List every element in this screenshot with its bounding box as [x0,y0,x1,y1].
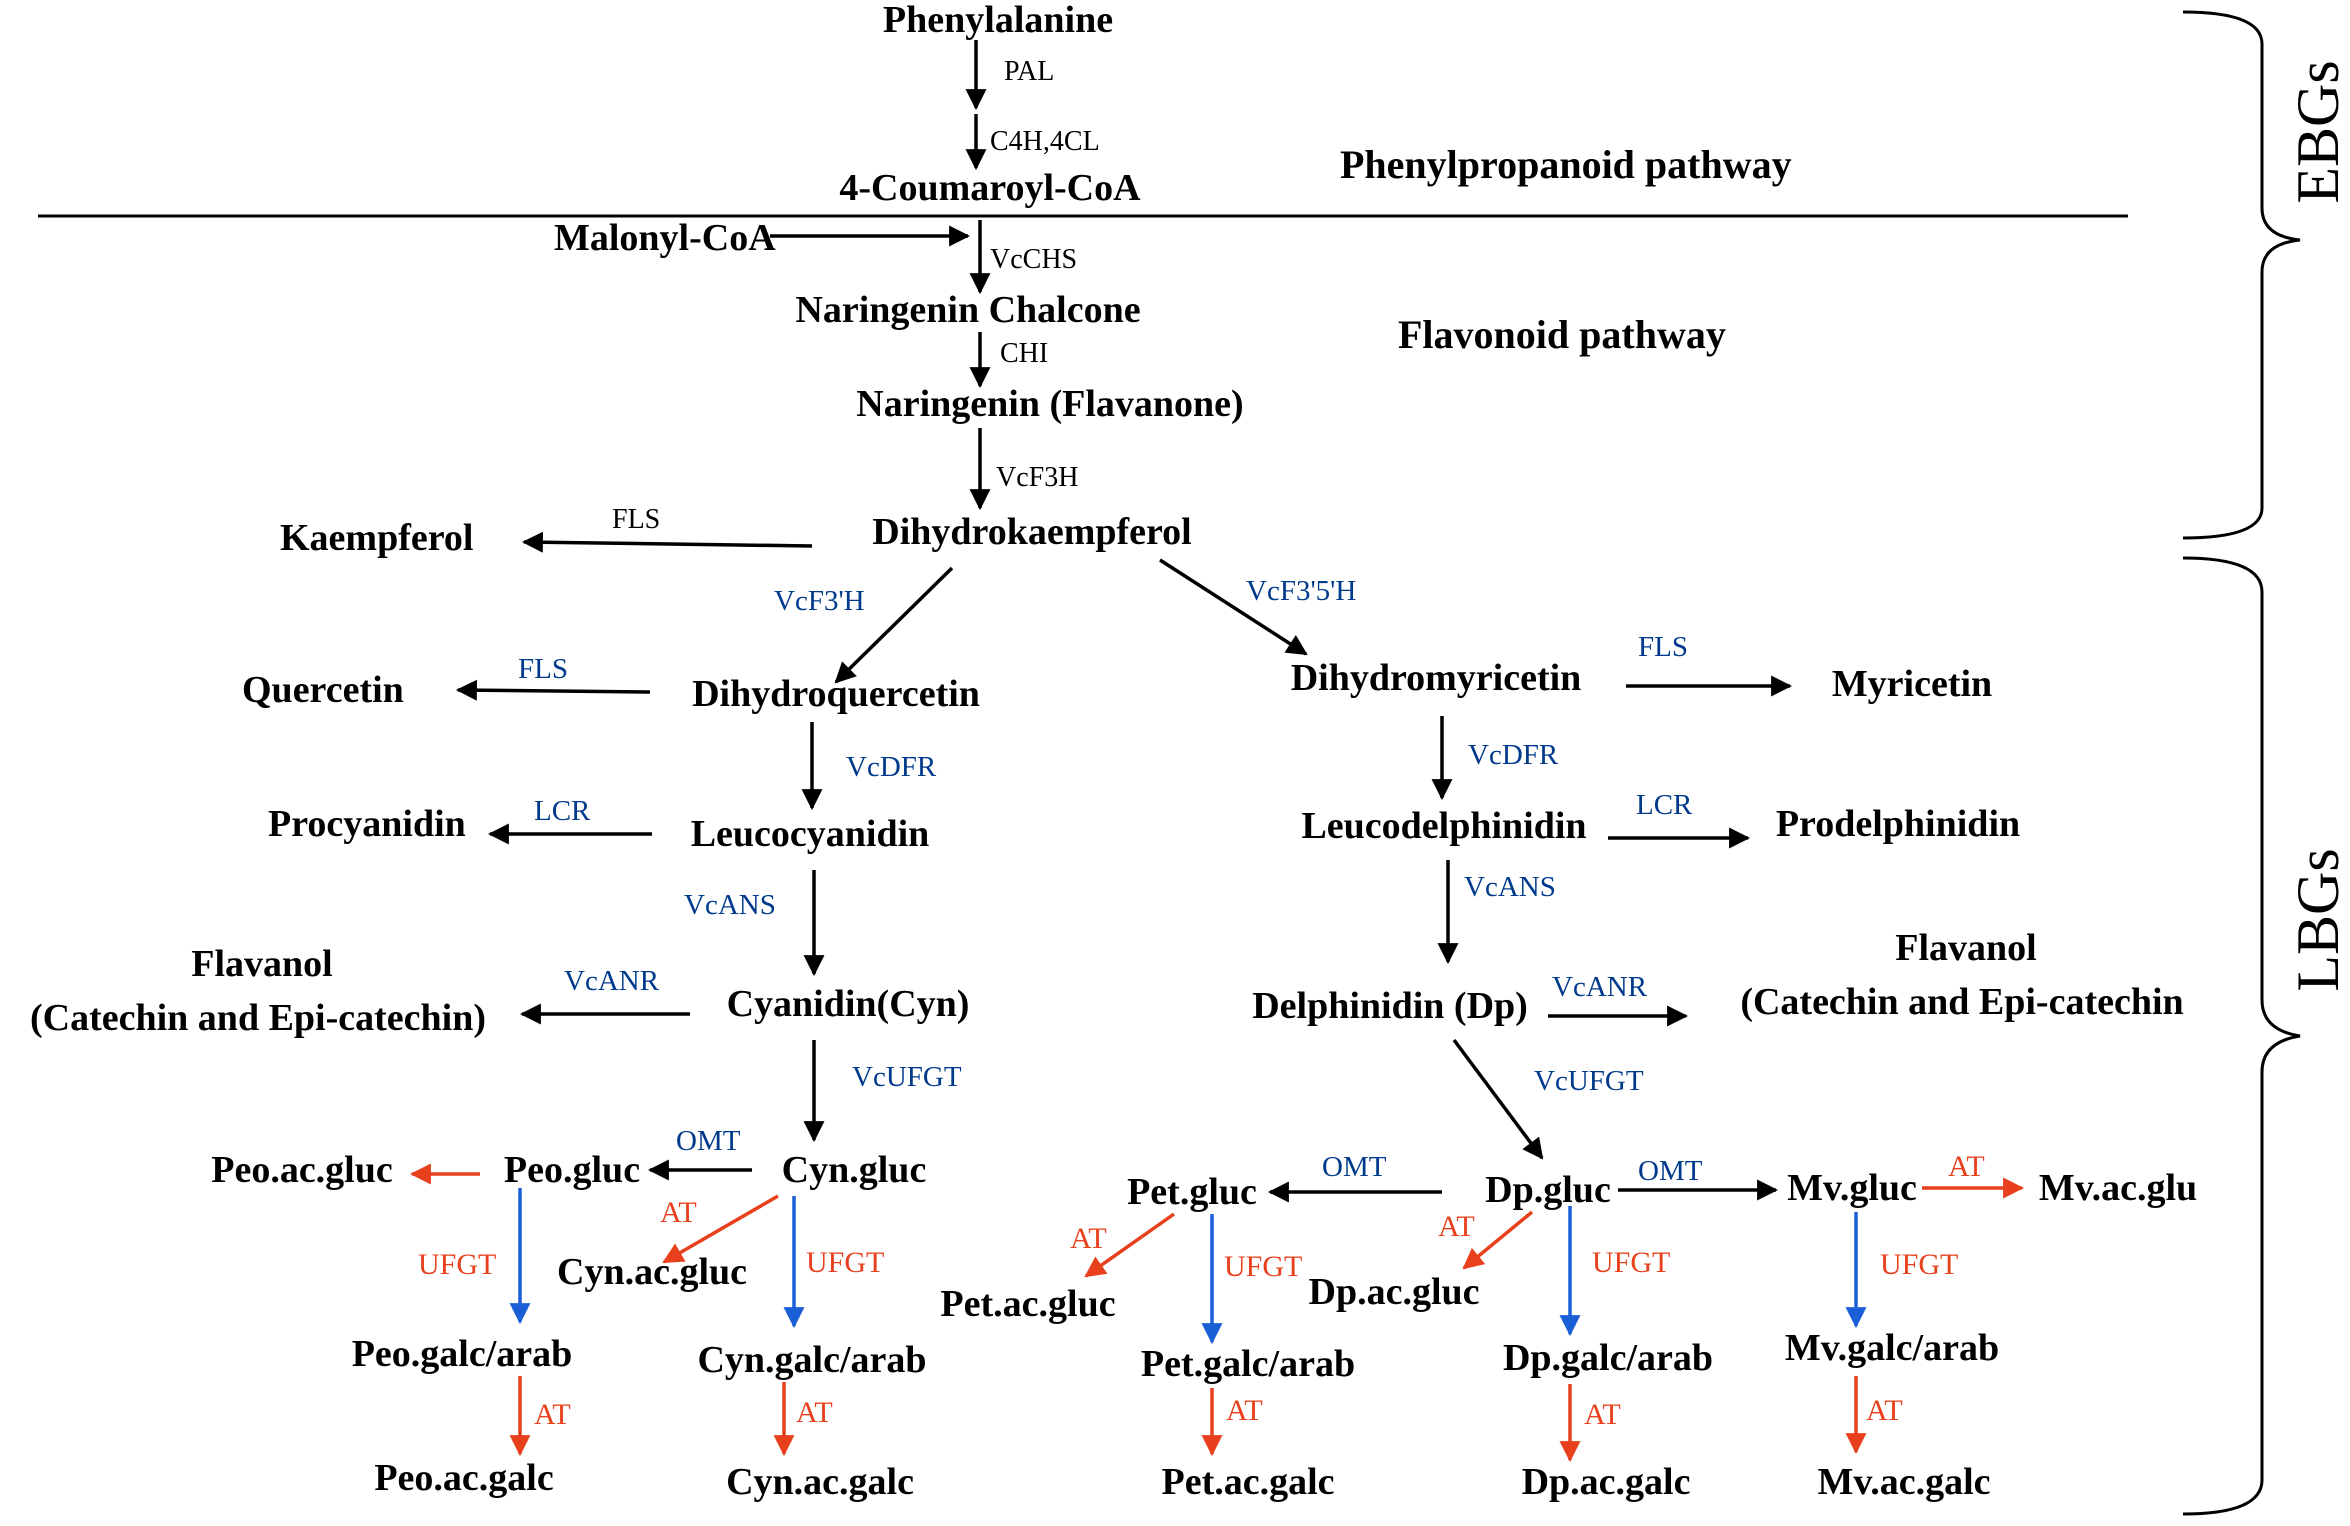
compound-cyn-gluc: Cyn.gluc [782,1149,927,1191]
enzyme-ufgt-peo: UFGT [418,1248,496,1281]
enzyme-omt-left: OMT [676,1125,741,1157]
compound-flavanol-left-line1: Flavanol [191,943,332,985]
compound-peo-ac-galc: Peo.ac.galc [374,1457,553,1499]
compound-pet-ac-galc: Pet.ac.galc [1161,1461,1334,1503]
compound-dp-ac-gluc: Dp.ac.gluc [1309,1271,1480,1313]
compound-procyanidin: Procyanidin [268,803,466,845]
phenylpropanoid-pathway-title: Phenylpropanoid pathway [1340,142,1792,187]
enzyme-vcf3h-prime: VcF3'H [774,585,865,617]
enzyme-chi: CHI [1000,338,1048,369]
compound-malonyl-coa: Malonyl-CoA [554,217,776,259]
compound-leucocyanidin: Leucocyanidin [691,813,930,855]
enzyme-vcanr-left: VcANR [564,965,660,997]
arrow-dihydroquercetin-to-quercetin [455,679,651,701]
compound-peo-ac-gluc: Peo.ac.gluc [211,1149,393,1191]
compound-flavanol-right-line2: (Catechin and Epi-catechin [1740,981,2183,1023]
compound-mv-ac-galc: Mv.ac.galc [1817,1461,1990,1503]
enzyme-vcchs: VcCHS [990,244,1077,275]
compound-dihydroquercetin: Dihydroquercetin [692,673,980,715]
enzyme-at-pet-galc: AT [1226,1394,1263,1427]
compound-pet-gluc: Pet.gluc [1127,1171,1257,1213]
enzyme-vcufgt-left: VcUFGT [852,1061,962,1093]
compound-mv-gluc: Mv.gluc [1787,1167,1917,1209]
compound-peo-galc-arab: Peo.galc/arab [352,1333,573,1375]
arrow-delphinidin-to-dp-gluc [1452,1038,1544,1160]
enzyme-pal: PAL [1004,56,1054,87]
compound-mv-ac-glu: Mv.ac.glu [2039,1167,2197,1209]
compound-dihydrokaempferol: Dihydrokaempferol [872,511,1192,553]
enzyme-vcdfr-right: VcDFR [1468,739,1559,771]
enzyme-at-pet-gluc: AT [1070,1222,1107,1255]
compound-phenylalanine: Phenylalanine [883,0,1113,41]
enzyme-fls-quercetin: FLS [518,653,568,685]
ebgs-brace [2182,10,2301,540]
enzyme-lcr-right: LCR [1636,789,1693,821]
compound-leucodelphinidin: Leucodelphinidin [1301,805,1586,847]
enzyme-vcufgt-right: VcUFGT [1534,1065,1644,1097]
compound-kaempferol: Kaempferol [280,517,473,559]
lbgs-label: LBGs [2285,848,2350,991]
enzyme-vcf35h: VcF3'5'H [1246,575,1356,607]
enzyme-omt-pet: OMT [1322,1151,1387,1183]
enzyme-at-dp-gluc: AT [1438,1210,1475,1243]
enzyme-vcans-left: VcANS [684,889,776,921]
compound-dp-gluc: Dp.gluc [1485,1169,1611,1211]
enzyme-vcans-right: VcANS [1464,871,1556,903]
compound-cyn-galc-arab: Cyn.galc/arab [697,1339,926,1381]
enzyme-vcanr-right: VcANR [1552,971,1648,1003]
compound-prodelphinidin: Prodelphinidin [1776,803,2020,845]
enzyme-omt-mv: OMT [1638,1155,1703,1187]
enzyme-ufgt-mv: UFGT [1880,1248,1958,1281]
ebgs-label: EBGs [2285,60,2350,203]
enzyme-at-cyn-gluc: AT [660,1196,697,1229]
enzyme-ufgt-cyn: UFGT [806,1246,884,1279]
compound-quercetin: Quercetin [242,669,404,711]
compound-dp-ac-galc: Dp.ac.galc [1522,1461,1691,1503]
compound-naringenin: Naringenin (Flavanone) [856,383,1243,425]
compound-peo-gluc: Peo.gluc [504,1149,640,1191]
enzyme-ufgt-pet: UFGT [1224,1250,1302,1283]
enzyme-at-cyn-galc: AT [796,1396,833,1429]
enzyme-c4h-4cl: C4H,4CL [990,126,1100,157]
enzyme-at-peo-galc: AT [534,1398,571,1431]
enzyme-lcr-left: LCR [534,795,591,827]
compound-cyn-ac-gluc: Cyn.ac.gluc [557,1251,747,1293]
compound-dp-galc-arab: Dp.galc/arab [1503,1337,1713,1379]
arrow-dp-gluc-to-dp-ac-gluc [1462,1210,1534,1270]
flavonoid-pathway-title: Flavonoid pathway [1398,312,1726,357]
compound-delphinidin: Delphinidin (Dp) [1252,985,1528,1027]
enzyme-at-mv-gluc: AT [1948,1150,1985,1183]
arrow-dihydrokaempferol-to-kaempferol [521,531,813,553]
compound-flavanol-right-line1: Flavanol [1895,927,2036,969]
enzyme-fls-myricetin: FLS [1638,631,1688,663]
compound-pet-galc-arab: Pet.galc/arab [1141,1343,1355,1385]
compound-cyn-ac-galc: Cyn.ac.galc [726,1461,914,1503]
compound-flavanol-left-line2: (Catechin and Epi-catechin) [30,997,486,1039]
enzyme-ufgt-dp: UFGT [1592,1246,1670,1279]
lbgs-brace [2182,556,2301,1516]
enzyme-vcf3h: VcF3H [996,462,1078,493]
arrow-pet-gluc-to-pet-ac-gluc [1084,1212,1176,1278]
enzyme-at-dp-galc: AT [1584,1398,1621,1431]
compound-mv-galc-arab: Mv.galc/arab [1785,1327,1999,1369]
arrow-cyn-gluc-to-cyn-ac-gluc [662,1194,779,1264]
arrow-dihydrokaempferol-to-dihydroquercetin [834,566,954,684]
arrow-dihydrokaempferol-to-dihydromyricetin [1159,558,1308,656]
compound-pet-ac-gluc: Pet.ac.gluc [940,1283,1115,1325]
compound-cyanidin: Cyanidin(Cyn) [727,983,970,1025]
compound-dihydromyricetin: Dihydromyricetin [1291,657,1582,699]
compound-myricetin: Myricetin [1832,663,1992,705]
compound-coumaroyl-coa: 4-Coumaroyl-CoA [839,167,1141,209]
enzyme-vcdfr-left: VcDFR [846,751,937,783]
enzyme-fls-kaempferol: FLS [612,504,660,535]
enzyme-at-mv-galc: AT [1866,1394,1903,1427]
compound-naringenin-chalcone: Naringenin Chalcone [795,289,1140,331]
